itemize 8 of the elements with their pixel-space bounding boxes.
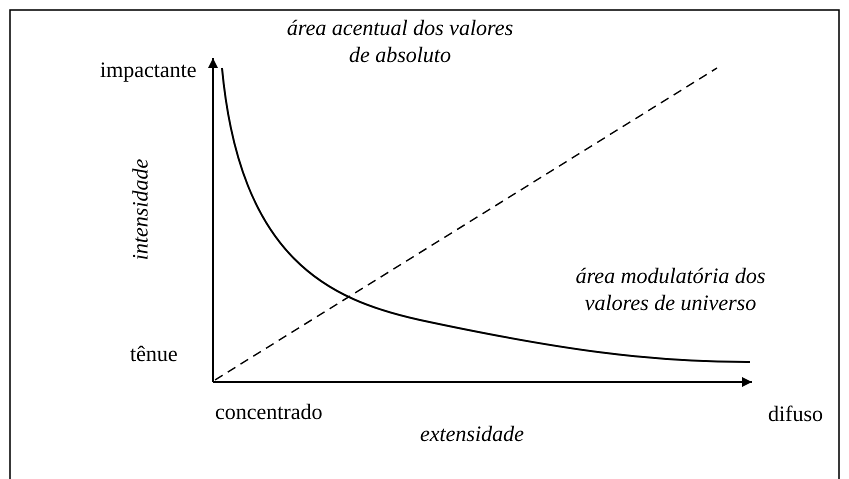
axis-title: extensidade <box>420 420 524 447</box>
axis-end-label: difuso <box>768 400 823 427</box>
axis-end-label: tênue <box>130 340 178 367</box>
axis-title: intensidade <box>126 158 154 262</box>
area-caption: área modulatória dos valores de universo <box>574 262 766 316</box>
axis-end-label: concentrado <box>215 398 322 425</box>
area-caption: área acentual dos valores de absoluto <box>286 14 514 68</box>
axis-end-label: impactante <box>100 56 197 83</box>
